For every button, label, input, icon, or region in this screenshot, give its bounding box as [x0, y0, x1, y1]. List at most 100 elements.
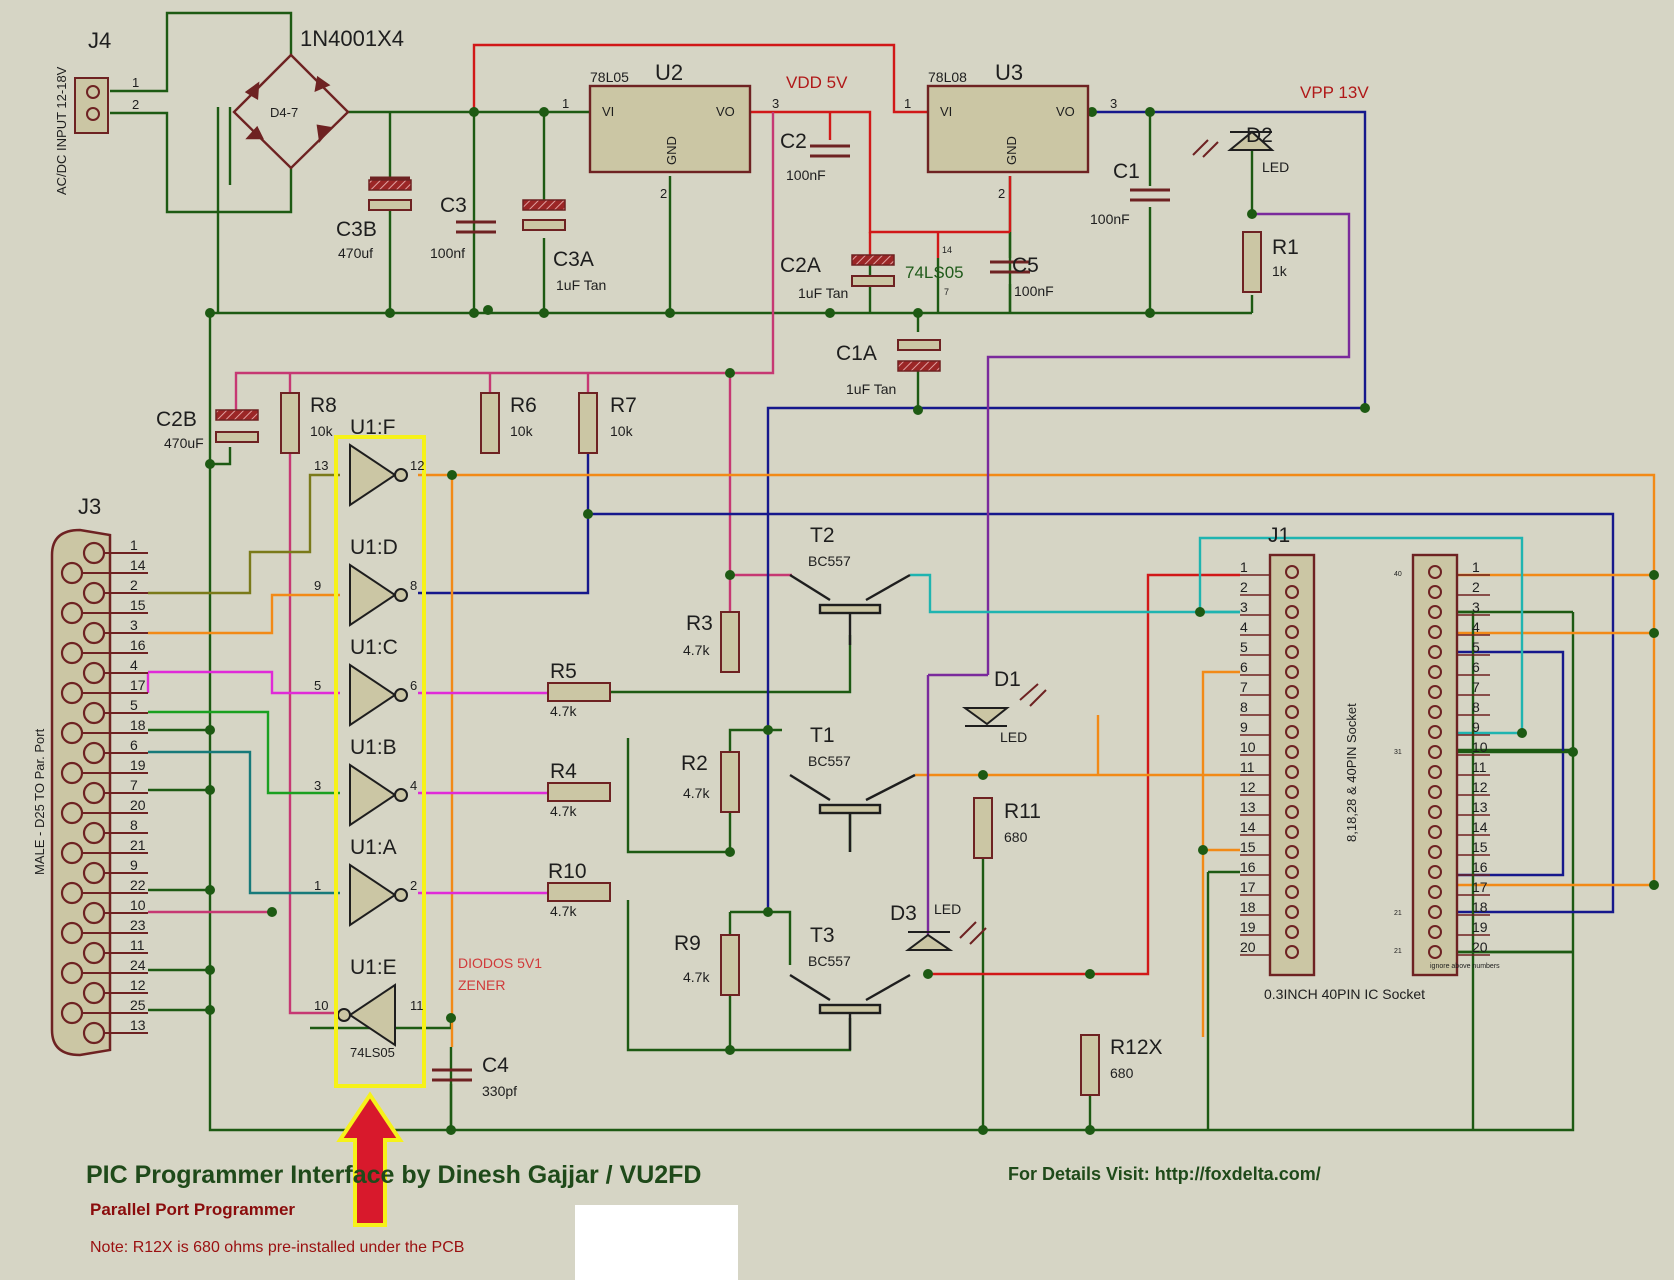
- socket-pin-label: 16: [1472, 859, 1488, 875]
- socket-pin: [1285, 905, 1299, 919]
- label-r3-val: 4.7k: [683, 642, 710, 658]
- u2-pin-1: 1: [562, 96, 569, 111]
- j1-pin-label: 4: [1240, 619, 1248, 635]
- socket-pin: [1428, 585, 1442, 599]
- label-c2b-val: 470uF: [164, 435, 204, 451]
- label-c3a: C3A: [553, 248, 594, 271]
- u3-regulator: [926, 84, 1090, 174]
- label-c1a: C1A: [836, 342, 877, 365]
- label-r2-val: 4.7k: [683, 785, 710, 801]
- j1-pin-label: 1: [1240, 559, 1248, 575]
- label-t1: T1: [810, 724, 835, 747]
- gate-output-pin: 11: [410, 998, 424, 1013]
- junction-dots: [205, 107, 1659, 1135]
- label-c2a-val: 1uF Tan: [798, 285, 848, 301]
- label-r12x-val: 680: [1110, 1065, 1134, 1081]
- socket-pin-label: 5: [1472, 639, 1480, 655]
- db25-pin-label: 2: [130, 577, 138, 593]
- db25-pin-label: 18: [130, 717, 146, 733]
- label-r6: R6: [510, 394, 537, 417]
- electrolytic-capacitors: [215, 179, 941, 443]
- db25-pin-label: 4: [130, 657, 138, 673]
- db25-pin-label: 8: [130, 817, 138, 833]
- label-d1-led: LED: [1000, 729, 1027, 745]
- db25-pin-label: 25: [130, 997, 146, 1013]
- label-j4-input: AC/DC INPUT 12-18V: [54, 66, 69, 195]
- gate-input-pin: 13: [314, 458, 328, 473]
- label-t2-type: BC557: [808, 553, 851, 569]
- socket-pin: [1285, 865, 1299, 879]
- socket-pin-label: 12: [1472, 779, 1488, 795]
- label-c2: C2: [780, 130, 807, 153]
- j1-pin-label: 7: [1240, 679, 1248, 695]
- socket-pin-label: 10: [1472, 739, 1488, 755]
- bridge-rectifier: [232, 53, 350, 170]
- j1-pin-label: 2: [1240, 579, 1248, 595]
- label-r10: R10: [548, 860, 587, 883]
- label-ls05-bottom: 74LS05: [350, 1045, 395, 1060]
- socket-pin: [1285, 725, 1299, 739]
- db25-pin-label: 13: [130, 1017, 146, 1033]
- label-r8: R8: [310, 394, 337, 417]
- db25-pin-label: 1: [130, 537, 138, 553]
- resistors: [280, 231, 1262, 1096]
- socket-mark-21b: 21: [1394, 948, 1402, 955]
- label-r5: R5: [550, 660, 577, 683]
- db25-pin-label: 19: [130, 757, 146, 773]
- label-d3: D3: [890, 902, 917, 925]
- label-t3: T3: [810, 924, 835, 947]
- socket-pin: [1428, 765, 1442, 779]
- socket-pin-label: 18: [1472, 899, 1488, 915]
- db25-pin-label: 16: [130, 637, 146, 653]
- db25-pin-label: 20: [130, 797, 146, 813]
- label-u1c: U1:C: [350, 636, 398, 659]
- label-d2: D2: [1246, 124, 1273, 147]
- label-c1: C1: [1113, 160, 1140, 183]
- db25-pin-label: 17: [130, 677, 146, 693]
- label-t2: T2: [810, 524, 835, 547]
- label-r8-val: 10k: [310, 423, 334, 439]
- label-r4: R4: [550, 760, 577, 783]
- label-u2-vo: VO: [716, 104, 735, 119]
- label-r7: R7: [610, 394, 637, 417]
- socket-pin: [1285, 585, 1299, 599]
- socket-pin-label: 13: [1472, 799, 1488, 815]
- socket-pin-label: 9: [1472, 719, 1480, 735]
- socket-pin-label: 20: [1472, 939, 1488, 955]
- label-c3b: C3B: [336, 218, 377, 241]
- socket-pin: [1428, 905, 1442, 919]
- socket-mark-21: 21: [1394, 910, 1402, 917]
- label-c3-val: 100nf: [430, 245, 465, 261]
- label-u2-vi: VI: [602, 104, 614, 119]
- label-j3: J3: [78, 494, 101, 519]
- socket-pin-label: 3: [1472, 599, 1480, 615]
- db25-pin-label: 3: [130, 617, 138, 633]
- label-u1e: U1:E: [350, 956, 397, 979]
- u2-regulator: [588, 84, 752, 174]
- label-r4-val: 4.7k: [550, 803, 577, 819]
- socket-pin: [1285, 845, 1299, 859]
- label-vdd: VDD 5V: [786, 73, 848, 92]
- db25-pin-label: 24: [130, 957, 146, 973]
- j1-pin-label: 8: [1240, 699, 1248, 715]
- label-r11: R11: [1004, 800, 1041, 823]
- pin-numbers: 1 2 1 3 2 1 3 2 14 7 40 31 21 21: [132, 75, 1402, 955]
- page-subtitle: Parallel Port Programmer: [90, 1200, 295, 1219]
- socket-pin: [1428, 945, 1442, 959]
- label-u1b: U1:B: [350, 736, 397, 759]
- visit-link[interactable]: For Details Visit: http://foxdelta.com/: [1008, 1164, 1321, 1184]
- gate-output-pin: 4: [410, 778, 417, 793]
- label-d2-led: LED: [1262, 159, 1289, 175]
- j1-pin-label: 17: [1240, 879, 1256, 895]
- socket-pin: [1285, 625, 1299, 639]
- labels: J4 AC/DC INPUT 12-18V 1N4001X4 D4-7 78L0…: [32, 26, 1500, 1256]
- j1-pin-label: 20: [1240, 939, 1256, 955]
- label-r10-val: 4.7k: [550, 903, 577, 919]
- socket-pin: [1285, 825, 1299, 839]
- label-r9: R9: [674, 932, 701, 955]
- label-r1-val: 1k: [1272, 263, 1288, 279]
- socket-pin-label: 15: [1472, 839, 1488, 855]
- socket-pin: [1428, 665, 1442, 679]
- db25-pin-label: 11: [130, 937, 145, 953]
